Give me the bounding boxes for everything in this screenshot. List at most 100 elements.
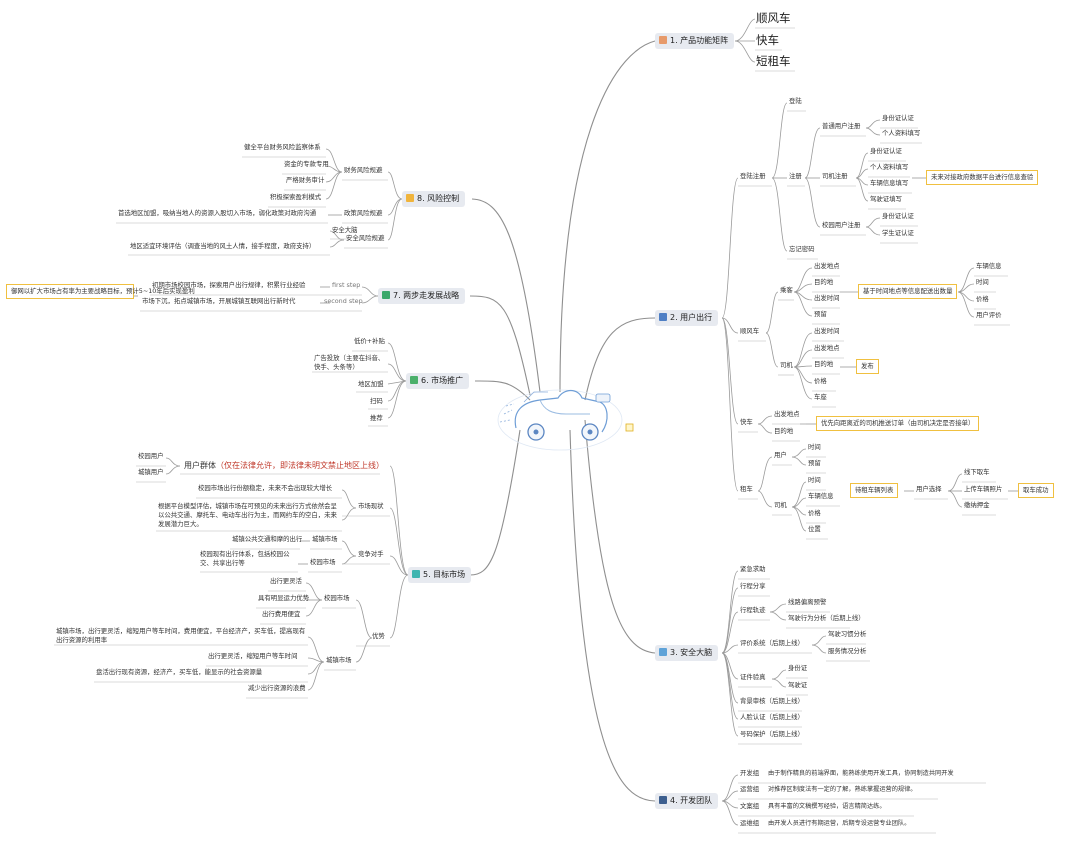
node-e-dest: 目的地 bbox=[774, 427, 794, 435]
node-id-verify-1: 身份证认证 bbox=[882, 114, 914, 122]
topic-8[interactable]: 8. 风险控制 bbox=[402, 191, 466, 207]
lock-icon bbox=[406, 194, 414, 202]
topic-6[interactable]: 6. 市场推广 bbox=[406, 373, 470, 389]
node-r-driver: 司机 bbox=[774, 501, 787, 509]
node-d-time: 出发时间 bbox=[814, 327, 840, 335]
node-passenger: 乘客 bbox=[780, 286, 793, 294]
node-status-2: 根据平台模型评估，城镇市场在可预见的未来出行方式依然会呈以公共交通、摩托车、电动… bbox=[158, 502, 337, 528]
node-pay-deposit: 缴纳押金 bbox=[964, 501, 990, 509]
topic-7-label: 7. 两步走发展战略 bbox=[393, 291, 460, 300]
node-ops-label: 运营组 bbox=[740, 785, 760, 793]
node-trip-track: 行程轨迹 bbox=[740, 606, 766, 614]
node-student-id: 学生证认证 bbox=[882, 229, 914, 237]
node-hitch: 顺风车 bbox=[740, 327, 760, 335]
node-s-2: 地区适宜环境评估（调查当地的风土人情，接手程度，政府支持） bbox=[130, 242, 316, 250]
node-number-protect: 号码保护（后期上线） bbox=[740, 730, 804, 738]
node-hitchhike: 顺风车 bbox=[756, 11, 791, 25]
node-user-group: 用户群体（仅在法律允许，即法律未明文禁止地区上线） bbox=[184, 460, 384, 471]
node-f-4: 积极探索盈利模式 bbox=[270, 193, 322, 201]
note-review: 未来对接政府数据平台进行信息查验 bbox=[926, 170, 1039, 185]
node-f-2: 资金的专款专用 bbox=[284, 160, 329, 168]
node-copy-label: 文案组 bbox=[740, 802, 760, 810]
node-user-group-label: 用户群体 bbox=[184, 461, 216, 470]
node-promo-4: 扫码 bbox=[370, 397, 383, 405]
envelope-icon bbox=[659, 796, 667, 804]
node-dev-text: 由于制作精良的前端界面，能熟练使用开发工具，协同制造共同开发 bbox=[768, 770, 954, 777]
note-goal: 御网以扩大市场占有率为主要战略目标，预计5~10年后实现盈利 bbox=[6, 284, 195, 299]
node-u-time: 时间 bbox=[808, 443, 821, 451]
node-second-text: 市场下沉，拓点城镇市场，开展城镇互联网出行新时代 bbox=[142, 297, 296, 305]
node-first-text: 初期市场校园市场，探索用户出行规律，积累行业经验 bbox=[152, 281, 306, 289]
node-personal-info-1: 个人资料填写 bbox=[882, 129, 921, 137]
node-cert-id: 身份证 bbox=[788, 664, 808, 672]
node-rental-car: 租车 bbox=[740, 485, 753, 493]
note-express: 优先向距离近的司机推送订单（由司机决定是否接单） bbox=[816, 416, 980, 431]
node-dev-label: 开发组 bbox=[740, 769, 760, 777]
node-forgot: 忘记密码 bbox=[789, 245, 815, 253]
node-upload-photo: 上传车辆照片 bbox=[964, 485, 1003, 493]
node-au-1: 城镇市场，出行更灵活，缩短用户等车时间，费用便宜，平台经济产，买车低，提高现有出… bbox=[56, 627, 306, 644]
node-au-3: 盘活出行现有资源，经济产，买车低，能显示的社会资源量 bbox=[96, 668, 263, 676]
topic-3[interactable]: 3. 安全大脑 bbox=[655, 645, 719, 661]
node-adv-urban: 城镇市场 bbox=[326, 656, 352, 664]
node-comp-campus: 校园市场 bbox=[310, 558, 336, 566]
node-license-fill: 驾驶证填写 bbox=[870, 195, 902, 203]
node-f-3: 严格财务审计 bbox=[286, 176, 325, 184]
node-first-label: first step bbox=[332, 281, 361, 289]
node-rental: 短租车 bbox=[756, 54, 791, 68]
shield-icon bbox=[659, 648, 667, 656]
node-m-time: 时间 bbox=[976, 278, 989, 286]
node-driver-reg: 司机注册 bbox=[822, 172, 848, 180]
node-d-seats: 车座 bbox=[814, 393, 827, 401]
node-emergency: 紧急求助 bbox=[740, 565, 766, 573]
node-personal-info-2: 个人资料填写 bbox=[870, 163, 909, 171]
node-policy-text: 首选地区加盟，吸纳当地人的资源入股切入市场，弱化政策对政府沟通 bbox=[118, 209, 317, 217]
node-pick-done: 取车成功 bbox=[1018, 483, 1054, 498]
node-p-book: 预留 bbox=[814, 310, 827, 318]
node-face-auth: 人脸认证（后期上线） bbox=[740, 713, 804, 721]
node-r-user: 用户 bbox=[774, 451, 787, 459]
node-rent-list: 待租车辆列表 bbox=[850, 483, 899, 498]
topic-5[interactable]: 5. 目标市场 bbox=[408, 567, 472, 583]
node-normal-user-reg: 普通用户注册 bbox=[822, 122, 861, 130]
check-icon bbox=[410, 376, 418, 384]
node-safety: 安全风险规避 bbox=[346, 234, 385, 242]
node-rd-time: 时间 bbox=[808, 476, 821, 484]
node-rating-sys: 评价系统（后期上线） bbox=[740, 639, 804, 647]
node-policy: 政策风险规避 bbox=[344, 209, 383, 217]
node-login-register: 登陆注册 bbox=[740, 172, 766, 180]
node-d-price: 价格 bbox=[814, 377, 827, 385]
node-promo-text: 由开发人员进行有期运营，后期专设运营专业团队。 bbox=[768, 820, 911, 827]
node-p-time: 出发时间 bbox=[814, 294, 840, 302]
node-campus-reg: 校园用户注册 bbox=[822, 221, 861, 229]
node-au-2: 出行更灵活，缩短用户等车时间 bbox=[208, 652, 298, 660]
topic-2-label: 2. 用户出行 bbox=[670, 313, 713, 322]
node-comp-urban: 城镇市场 bbox=[312, 535, 338, 543]
node-copy-text: 具有丰富的文稿撰写经验，语言精简达练。 bbox=[768, 803, 886, 810]
node-user-group-note: （仅在法律允许，即法律未明文禁止地区上线） bbox=[216, 461, 384, 470]
node-competitors: 竞争对手 bbox=[358, 550, 384, 558]
node-adv-campus: 校园市场 bbox=[324, 594, 350, 602]
image-icon bbox=[659, 36, 667, 44]
node-au-4: 减少出行资源的浪费 bbox=[248, 684, 306, 692]
node-d-dest: 目的地 bbox=[814, 360, 834, 368]
node-id-verify-3: 身份证认证 bbox=[882, 212, 914, 220]
topic-2[interactable]: 2. 用户出行 bbox=[655, 310, 719, 326]
topic-4[interactable]: 4. 开发团队 bbox=[655, 793, 719, 809]
topic-8-label: 8. 风险控制 bbox=[417, 194, 460, 203]
node-m-price: 价格 bbox=[976, 295, 989, 303]
topic-6-label: 6. 市场推广 bbox=[421, 376, 464, 385]
user-icon bbox=[659, 313, 667, 321]
topic-1[interactable]: 1. 产品功能矩阵 bbox=[655, 33, 735, 49]
topic-1-label: 1. 产品功能矩阵 bbox=[670, 36, 729, 45]
topic-7[interactable]: 7. 两步走发展战略 bbox=[378, 288, 466, 304]
topic-3-label: 3. 安全大脑 bbox=[670, 648, 713, 657]
node-user-choose: 用户选择 bbox=[916, 485, 942, 493]
node-market-status: 市场现状 bbox=[358, 502, 384, 510]
node-promo-label: 运维组 bbox=[740, 819, 760, 827]
node-drive-analysis: 驾驶行为分析（后期上线） bbox=[788, 614, 865, 622]
topic-4-label: 4. 开发团队 bbox=[670, 796, 713, 805]
node-cert-check: 证件验真 bbox=[740, 673, 766, 681]
node-ops-text: 对推荐区制度法有一定的了解，熟练掌握运营的规律。 bbox=[768, 786, 917, 793]
node-ac-1: 出行更灵活 bbox=[270, 577, 302, 585]
